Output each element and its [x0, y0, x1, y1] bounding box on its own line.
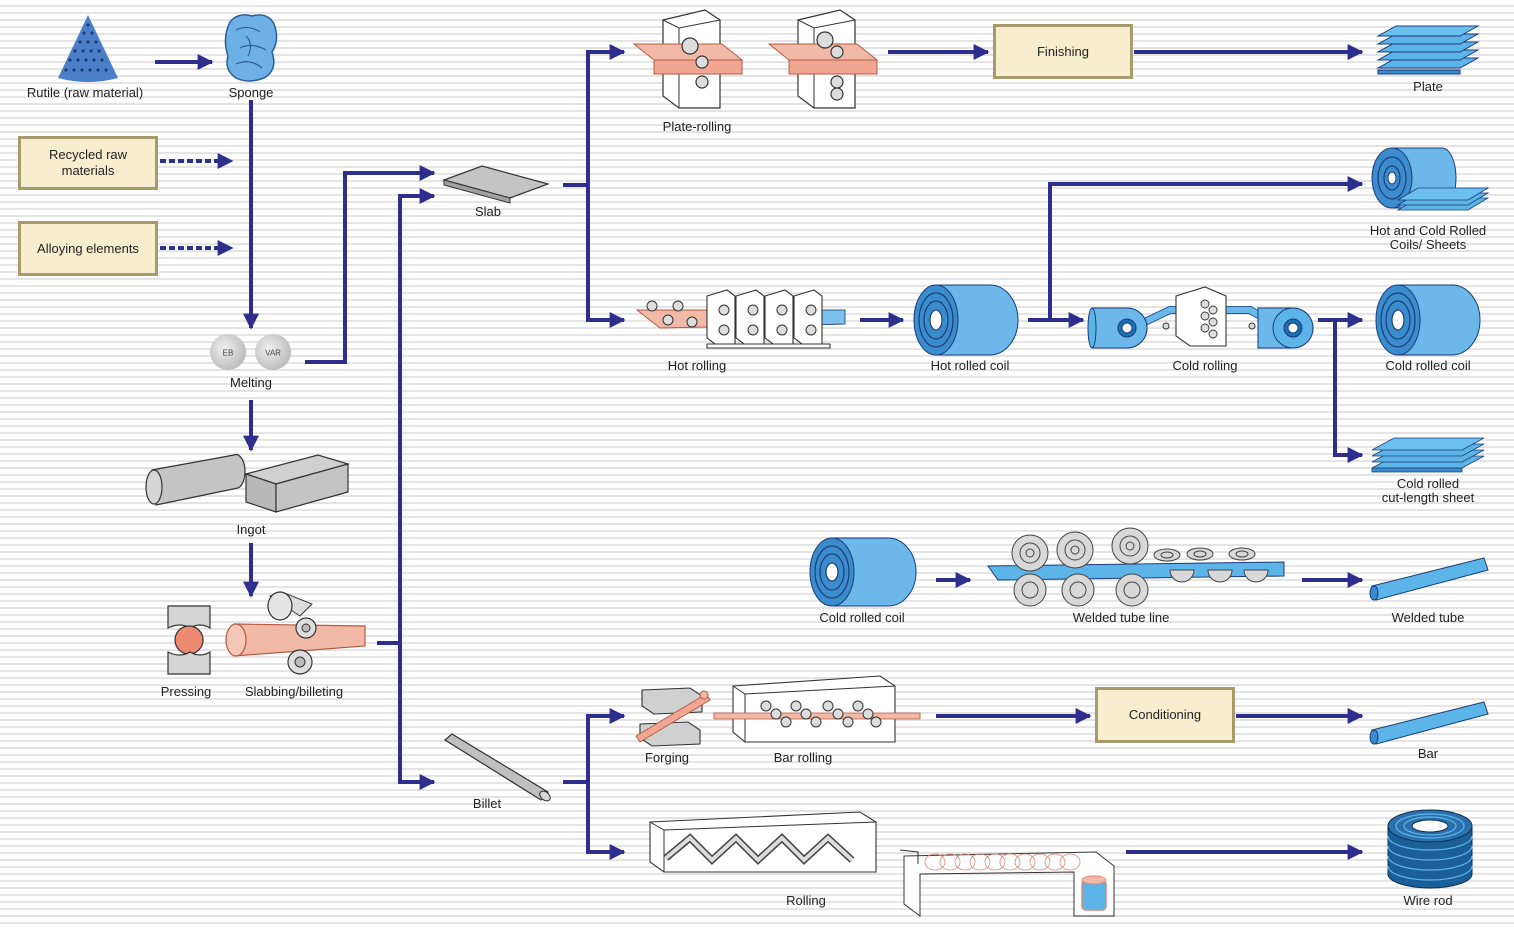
- cold-rolled-coil-label: Cold rolled coil: [1385, 358, 1471, 373]
- finishing-label: Finishing: [1036, 43, 1090, 59]
- welded-tube-line-icon: [987, 527, 1285, 607]
- plate-rolling-label: Plate-rolling: [662, 119, 732, 134]
- sponge-icon: [224, 14, 278, 82]
- eb-label: EB: [222, 348, 234, 358]
- recycled-line-2: materials: [61, 163, 115, 178]
- cold-rolled-coil-2-icon: [809, 537, 917, 607]
- finishing-box: Finishing: [993, 24, 1133, 79]
- bar-rolling-mill-icon: [713, 675, 921, 743]
- sponge-label: Sponge: [228, 85, 274, 100]
- var-label: VAR: [265, 348, 281, 358]
- cut-length-sheet-stack-icon: [1371, 437, 1485, 473]
- bar-label: Bar: [1417, 746, 1439, 761]
- hot-cold-coil-sheet-icon: [1371, 147, 1490, 211]
- wire-coiling-icon: [899, 849, 1115, 917]
- welded-tube-icon: [1369, 557, 1489, 601]
- wire-rolling-mill-icon: [649, 811, 877, 873]
- hot-cold-line-1: Hot and Cold Rolled: [1369, 223, 1487, 238]
- hot-rolling-label: Hot rolling: [667, 358, 727, 373]
- forging-label: Forging: [644, 750, 690, 765]
- pressing-icon: [167, 605, 211, 675]
- plate-label: Plate: [1413, 79, 1443, 94]
- plate-rolling-mill-icon: [632, 9, 879, 109]
- cold-rolling-label: Cold rolling: [1172, 358, 1238, 373]
- wire-rod-coil-icon: [1387, 809, 1473, 889]
- cold-rolling-mill-icon: [1087, 286, 1314, 349]
- cut-length-sheet-label: Cold rolled cut-length sheet: [1382, 477, 1475, 505]
- bar-product-icon: [1369, 701, 1489, 745]
- cut-sheet-line-2: cut-length sheet: [1381, 490, 1475, 505]
- slab-label: Slab: [474, 204, 502, 219]
- square-ingot-icon: [243, 454, 351, 513]
- round-ingot-icon: [145, 453, 246, 506]
- alloying-elements-box: Alloying elements: [18, 221, 158, 276]
- slabbing-label: Slabbing/billeting: [244, 684, 344, 699]
- melting-label: Melting: [230, 375, 272, 390]
- slab-icon: [442, 165, 550, 204]
- forging-press-icon: [635, 687, 711, 747]
- conditioning-box: Conditioning: [1095, 687, 1235, 743]
- pressing-label: Pressing: [160, 684, 212, 699]
- hot-rolled-coil-icon: [913, 284, 1019, 356]
- plate-stack-icon: [1376, 25, 1480, 75]
- bar-rolling-label: Bar rolling: [773, 750, 833, 765]
- ingot-label: Ingot: [236, 522, 266, 537]
- rutile-pile-icon: [58, 15, 118, 82]
- eb-furnace-icon: [210, 334, 246, 370]
- wire-rod-label: Wire rod: [1403, 893, 1453, 908]
- slabbing-mill-icon: [225, 591, 366, 675]
- recycled-line-1: Recycled raw: [48, 147, 128, 162]
- cut-sheet-line-1: Cold rolled: [1396, 476, 1460, 491]
- hot-rolled-coil-label: Hot rolled coil: [930, 358, 1010, 373]
- hot-rolling-mill-icon: [635, 289, 846, 349]
- conditioning-label: Conditioning: [1128, 707, 1202, 722]
- hot-cold-line-2: Coils/ Sheets: [1389, 237, 1467, 252]
- welded-tube-line-label: Welded tube line: [1072, 610, 1170, 625]
- billet-icon: [443, 733, 551, 802]
- cold-rolled-coil-icon: [1375, 284, 1481, 356]
- rutile-label: Rutile (raw material): [26, 85, 144, 100]
- flow-arrows: [155, 44, 1364, 860]
- billet-label: Billet: [472, 796, 502, 811]
- cold-rolled-coil-2-label: Cold rolled coil: [819, 610, 905, 625]
- rolling-label: Rolling: [786, 893, 826, 908]
- hot-cold-coils-sheets-label: Hot and Cold Rolled Coils/ Sheets: [1370, 224, 1486, 252]
- recycled-raw-materials-box: Recycled raw materials: [18, 136, 158, 190]
- alloying-label: Alloying elements: [37, 240, 139, 256]
- var-furnace-icon: [255, 334, 291, 370]
- welded-tube-label: Welded tube: [1391, 610, 1465, 625]
